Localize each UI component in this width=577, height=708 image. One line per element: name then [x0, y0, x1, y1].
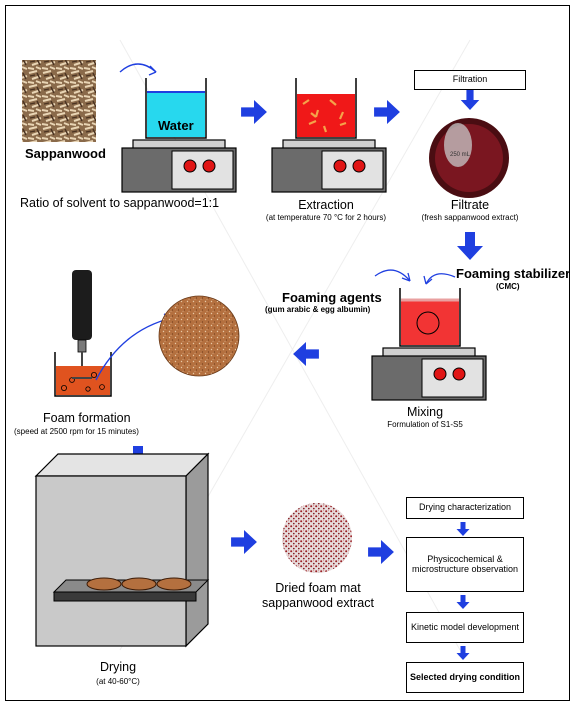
extraction-condition: (at temperature 70 °C for 2 hours)	[265, 213, 387, 222]
foam-condition: (speed at 2500 rpm for 15 minutes)	[14, 427, 139, 436]
arrow-icon	[460, 90, 480, 110]
flask-icon: 250 mL	[429, 118, 509, 198]
arrow-icon	[456, 522, 470, 536]
agents-sub: (gum arabic & egg albumin)	[265, 305, 371, 314]
sappanwood-chips-icon	[22, 60, 96, 142]
arrow-icon	[241, 100, 267, 124]
arrow-icon	[456, 595, 470, 609]
extraction-label: Extraction	[298, 198, 354, 212]
mixing-sub: Formulation of S1-S5	[387, 420, 463, 429]
arrow-icon	[457, 232, 483, 260]
flask-volume-label: 250 mL	[450, 152, 471, 158]
beaker-icon	[145, 78, 207, 139]
filtration-box: Filtration	[414, 70, 526, 90]
diagram-frame	[5, 5, 570, 701]
filtrate-label: Filtrate	[450, 198, 490, 212]
foam-formation-label: Foam formation	[43, 411, 131, 425]
oven-icon	[34, 452, 210, 648]
ratio-label: Ratio of solvent to sappanwood=1:1	[20, 196, 220, 210]
filtrate-sub: (fresh sappanwood extract)	[421, 213, 519, 222]
foaming-agents-label: Foaming agents	[282, 290, 382, 305]
beaker-icon	[295, 78, 357, 139]
arrow-icon	[374, 100, 400, 124]
arrow-icon	[368, 540, 394, 564]
arrow-icon	[293, 342, 319, 366]
sappanwood-label: Sappanwood	[25, 146, 106, 161]
beaker-icon	[399, 288, 461, 347]
foam-disc-icon	[158, 295, 240, 377]
hot-plate-stirrer-icon	[121, 139, 237, 193]
dried-foam-label-line1: Dried foam mat	[275, 581, 361, 595]
hot-plate-stirrer-icon	[371, 347, 487, 401]
foaming-stabilizer-label: Foaming stabilizer	[456, 266, 571, 281]
dried-foam-label-line2: sappanwood extract	[262, 596, 374, 610]
stirrer-icon	[72, 270, 92, 378]
pour-arrow-icon	[119, 63, 157, 73]
arrow-icon	[231, 530, 257, 554]
mixing-label: Mixing	[406, 405, 444, 419]
dried-foam-disc-icon	[282, 503, 352, 573]
stabilizer-sub: (CMC)	[496, 282, 520, 291]
drying-characterization-box: Drying characterization	[406, 497, 524, 519]
drying-label: Drying	[99, 660, 137, 674]
physicochemical-box: Physicochemical & microstructure observa…	[406, 537, 524, 592]
kinetic-model-box: Kinetic model development	[406, 612, 524, 643]
water-label: Water	[158, 118, 194, 133]
selected-condition-box: Selected drying condition	[406, 662, 524, 693]
drying-condition: (at 40-60°C)	[96, 677, 140, 686]
hot-plate-stirrer-icon	[271, 139, 387, 193]
